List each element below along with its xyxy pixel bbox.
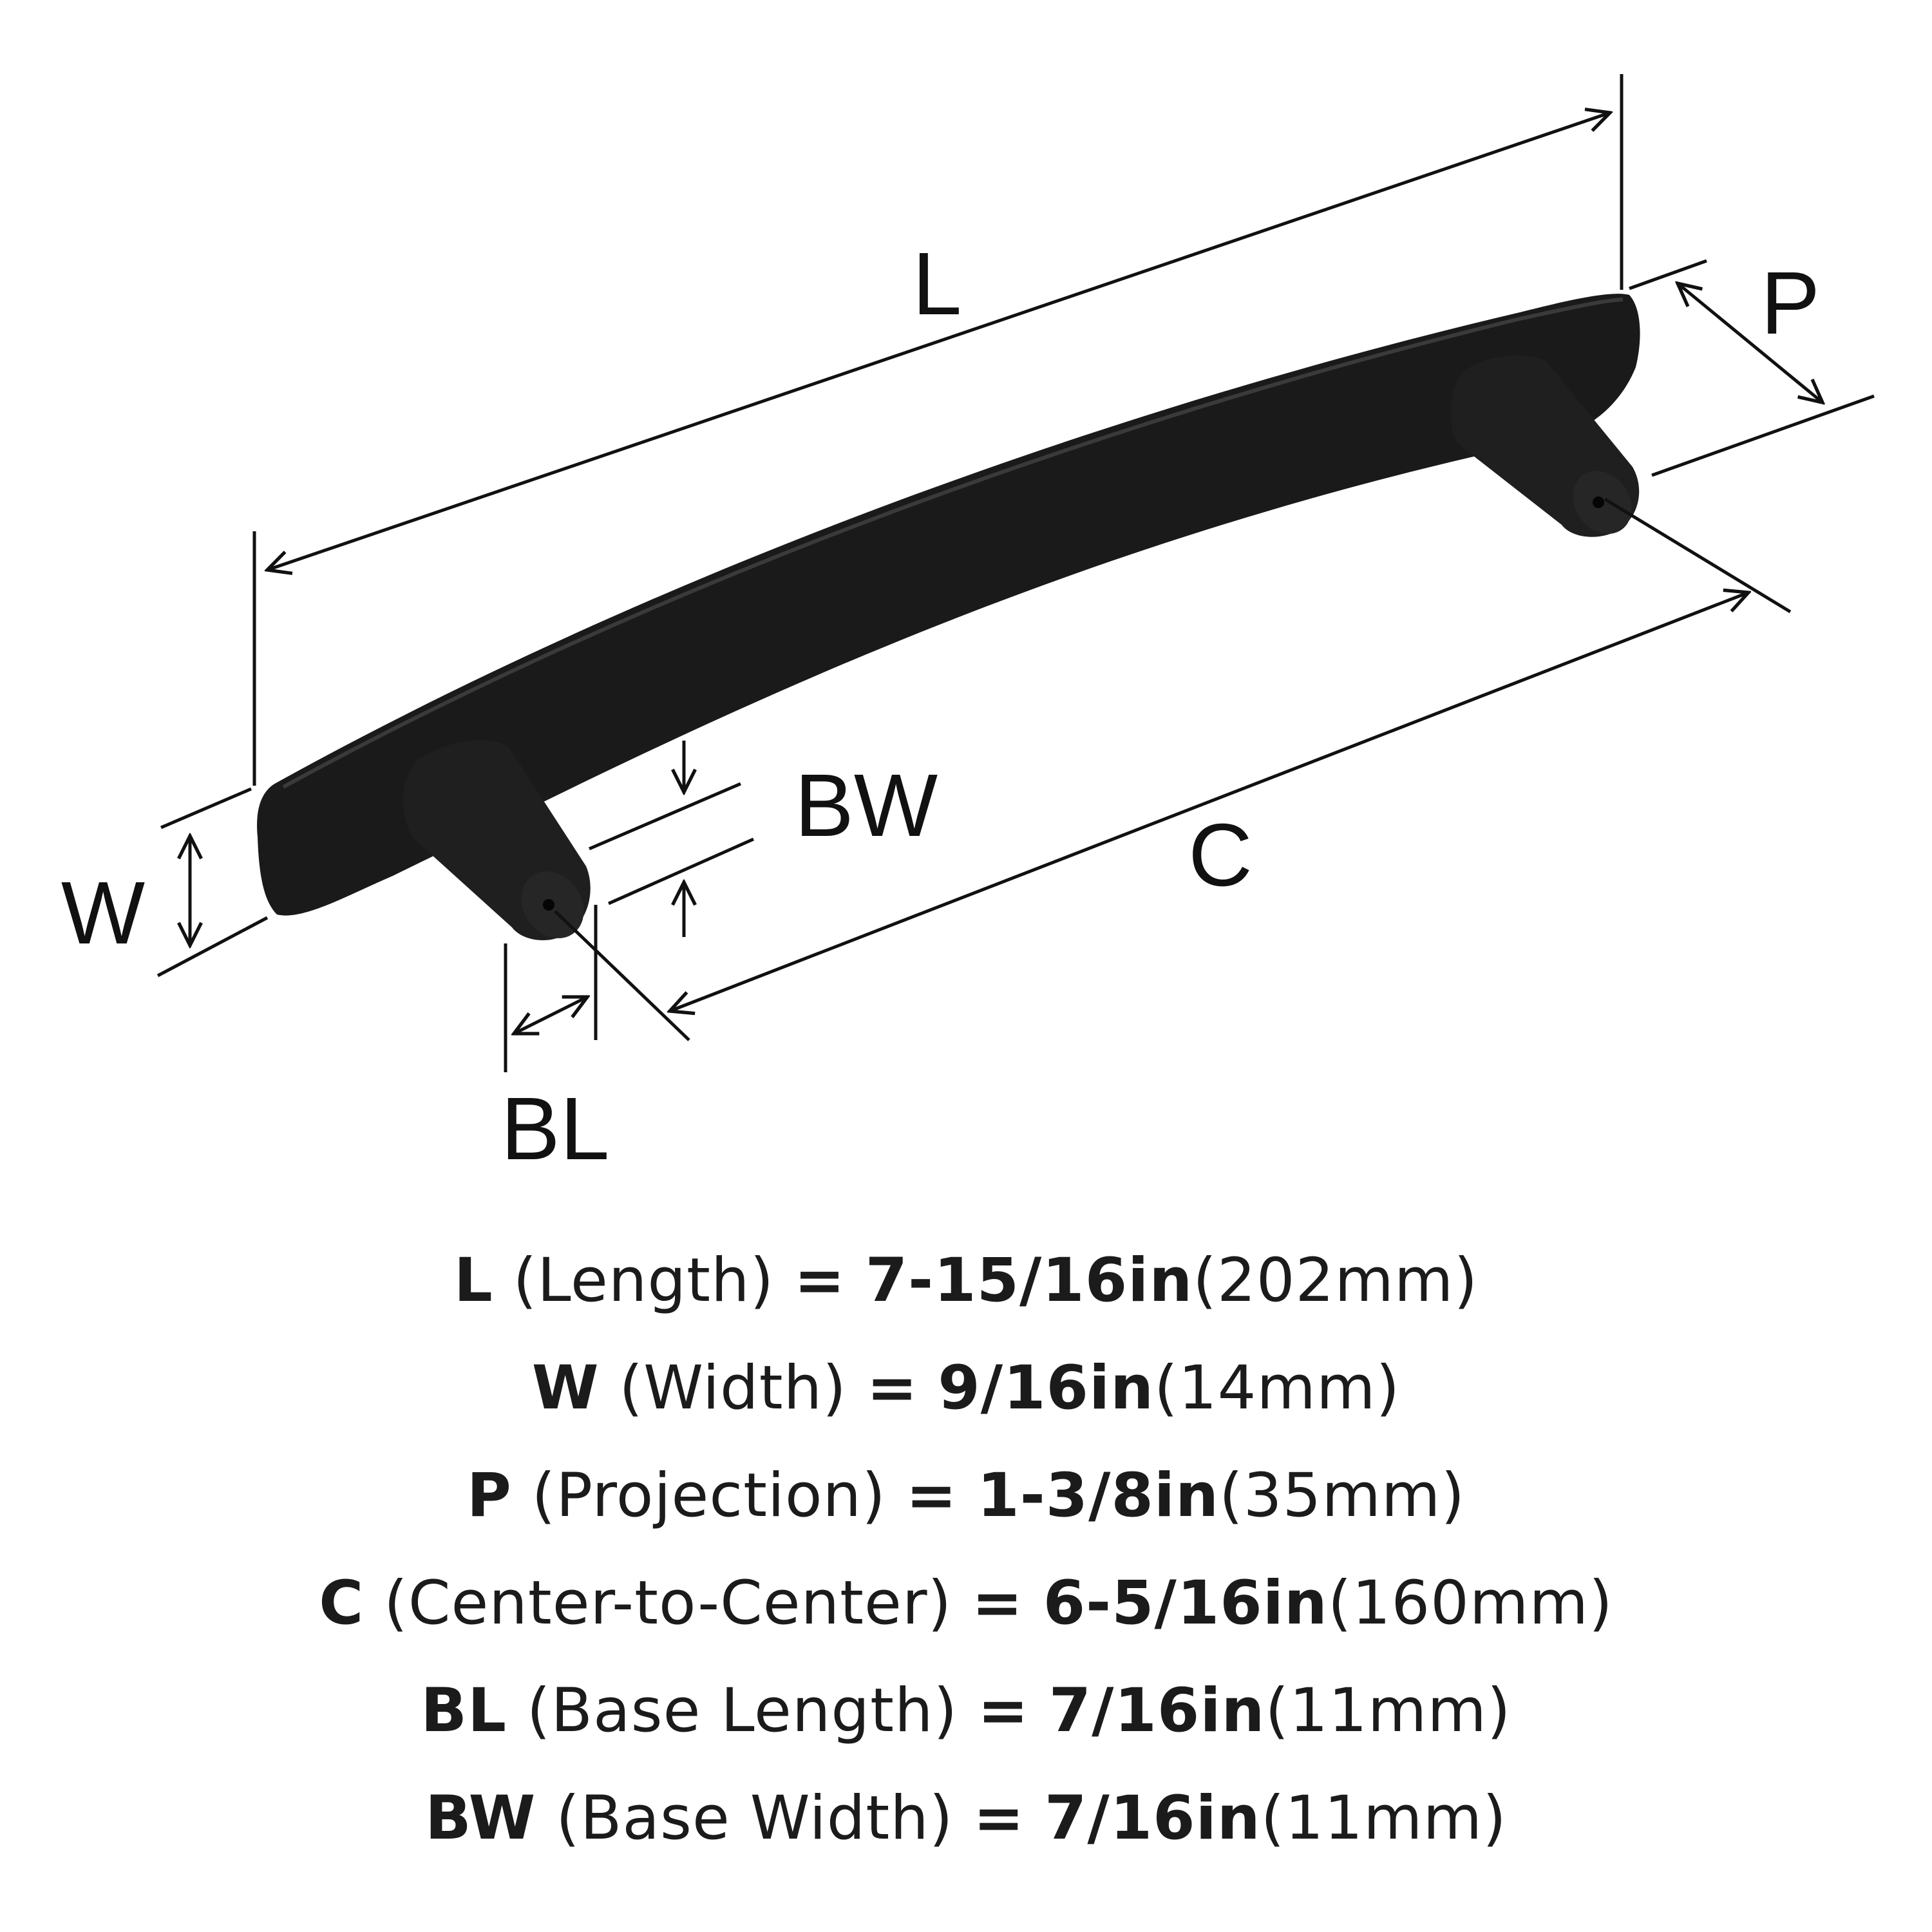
spec-line-base-width: BW (Base Width) = 7/16in(11mm) (0, 1765, 1932, 1872)
left-screw-hole (543, 899, 554, 911)
spec-imperial: 7/16in (1048, 1676, 1265, 1746)
label-c: C (1188, 806, 1253, 905)
spec-name: (Base Width) (556, 1783, 954, 1853)
handle-drawing: L P BW W C BL (61, 74, 1875, 1179)
spec-code: P (466, 1461, 512, 1531)
spec-code: C (319, 1568, 365, 1638)
spec-metric: (14mm) (1154, 1353, 1401, 1423)
spec-code: BL (421, 1676, 507, 1746)
label-l: L (913, 234, 962, 334)
spec-imperial: 7/16in (1045, 1783, 1261, 1853)
spec-name: (Width) (619, 1353, 847, 1423)
w-extension-bottom (156, 916, 269, 978)
spec-metric: (160mm) (1327, 1568, 1613, 1638)
spec-imperial: 7-15/16in (865, 1245, 1193, 1316)
spec-line-width: W (Width) = 9/16in(14mm) (0, 1334, 1932, 1442)
spec-line-length: L (Length) = 7-15/16in(202mm) (0, 1227, 1932, 1334)
spec-name: (Projection) (531, 1461, 886, 1531)
bw-extension-top (589, 782, 741, 851)
right-screw-hole (1593, 497, 1604, 508)
spec-eq: = (794, 1245, 846, 1316)
bw-extension-bottom (607, 837, 755, 905)
spec-imperial: 6-5/16in (1043, 1568, 1328, 1638)
spec-name: (Center-to-Center) (384, 1568, 952, 1638)
spec-metric: (202mm) (1193, 1245, 1479, 1316)
spec-metric: (11mm) (1265, 1676, 1511, 1746)
label-p: P (1761, 254, 1820, 353)
c-dimension-line (670, 592, 1748, 1011)
spec-eq: = (978, 1676, 1029, 1746)
spec-eq: = (905, 1461, 958, 1531)
p-extension-top (1629, 259, 1707, 290)
label-bl: BL (501, 1079, 610, 1179)
spec-metric: (35mm) (1219, 1461, 1466, 1531)
spec-metric: (11mm) (1260, 1783, 1507, 1853)
label-bw: BW (795, 756, 938, 855)
c-extension-left (554, 910, 690, 1041)
spec-imperial: 9/16in (938, 1353, 1155, 1423)
w-extension-top (160, 787, 252, 829)
spec-code: L (453, 1245, 493, 1316)
dimension-lines (156, 74, 1875, 1072)
cabinet-pull-handle (257, 294, 1640, 941)
spec-name: (Base Length) (526, 1676, 958, 1746)
bl-dimension-line (514, 997, 587, 1034)
spec-code: W (531, 1353, 600, 1423)
specification-list: L (Length) = 7-15/16in(202mm) W (Width) … (0, 1227, 1932, 1872)
spec-line-base-length: BL (Base Length) = 7/16in(11mm) (0, 1657, 1932, 1765)
spec-line-center-to-center: C (Center-to-Center) = 6-5/16in(160mm) (0, 1549, 1932, 1657)
spec-eq: = (973, 1783, 1025, 1853)
spec-eq: = (866, 1353, 918, 1423)
spec-line-projection: P (Projection) = 1-3/8in(35mm) (0, 1442, 1932, 1549)
spec-name: (Length) (513, 1245, 775, 1316)
spec-code: BW (425, 1783, 536, 1853)
spec-eq: = (972, 1568, 1023, 1638)
p-dimension-line (1678, 283, 1823, 402)
p-extension-bottom (1651, 394, 1875, 477)
c-extension-right (1604, 497, 1792, 614)
label-w: W (61, 864, 145, 963)
l-dimension-line (267, 113, 1610, 570)
spec-imperial: 1-3/8in (977, 1461, 1220, 1531)
